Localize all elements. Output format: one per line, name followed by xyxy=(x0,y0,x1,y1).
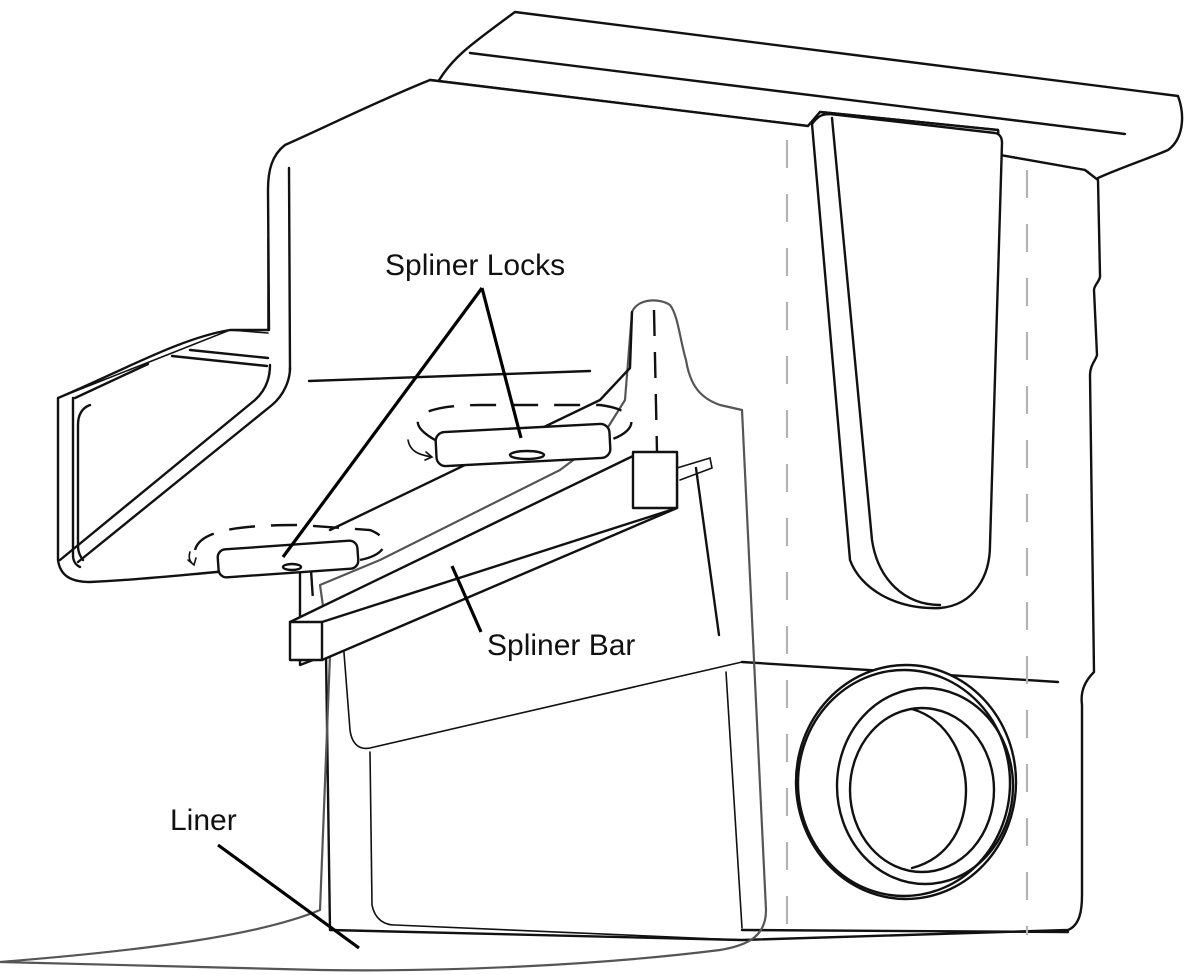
upper-lock-pivot xyxy=(508,449,546,461)
upper-lock-rotation-arrow xyxy=(407,439,434,461)
label-spliner-locks: Spliner Locks xyxy=(385,249,565,282)
back-wall-inner-line xyxy=(287,166,292,372)
liner-inner-vertical xyxy=(694,466,721,637)
lower-lock-pivot xyxy=(281,562,303,572)
lower-lock-body xyxy=(216,539,360,579)
armrest-outer xyxy=(810,112,1004,610)
liner-fill xyxy=(0,299,768,972)
drain xyxy=(794,663,1018,901)
drain-inner-ring xyxy=(848,706,996,874)
liner-right-line xyxy=(725,671,743,929)
left-diagonal-outer xyxy=(58,363,272,562)
lower-lock-rotation-arrow xyxy=(187,551,197,567)
spliner-bar-end-cap xyxy=(631,450,679,510)
liner-panel-upper xyxy=(342,639,743,750)
tub-rim-inner-line xyxy=(468,51,1127,136)
seat-line xyxy=(307,369,592,383)
left-ledge-top xyxy=(57,329,269,399)
tub-floor-line-left xyxy=(740,928,1070,934)
liner-channel xyxy=(676,456,713,481)
left-ledge-line-2 xyxy=(170,354,269,368)
lower-lock-rotation-path xyxy=(193,523,386,562)
spliner-lock-lower xyxy=(187,523,386,579)
leader-spliner-bar xyxy=(450,565,483,633)
liner-centerline-lower xyxy=(309,569,315,601)
label-liner: Liner xyxy=(170,804,237,837)
spliner-lock-upper xyxy=(407,403,633,468)
left-inner-frame xyxy=(71,396,82,569)
drain-middle-ring xyxy=(835,686,1015,886)
upper-lock-rotation-path xyxy=(416,403,633,442)
left-ledge-line-3 xyxy=(73,362,150,400)
liner-panel-lower xyxy=(369,751,741,941)
drain-outer-ring-2 xyxy=(796,668,1012,898)
left-ledge-line-1 xyxy=(188,348,270,360)
liner-centerline xyxy=(652,309,659,453)
drain-inner-opening xyxy=(910,707,968,870)
spliner-bar xyxy=(288,450,713,662)
leader-spliner-locks-lower xyxy=(281,287,484,558)
leader-liner xyxy=(217,843,360,950)
armrest-inner xyxy=(830,116,942,607)
label-spliner-bar: Spliner Bar xyxy=(487,629,635,662)
leader-spliner-locks-upper xyxy=(480,287,523,439)
upper-lock-body xyxy=(434,422,612,468)
left-diagonal-inner xyxy=(76,366,292,564)
left-inner-frame-2 xyxy=(76,403,92,562)
